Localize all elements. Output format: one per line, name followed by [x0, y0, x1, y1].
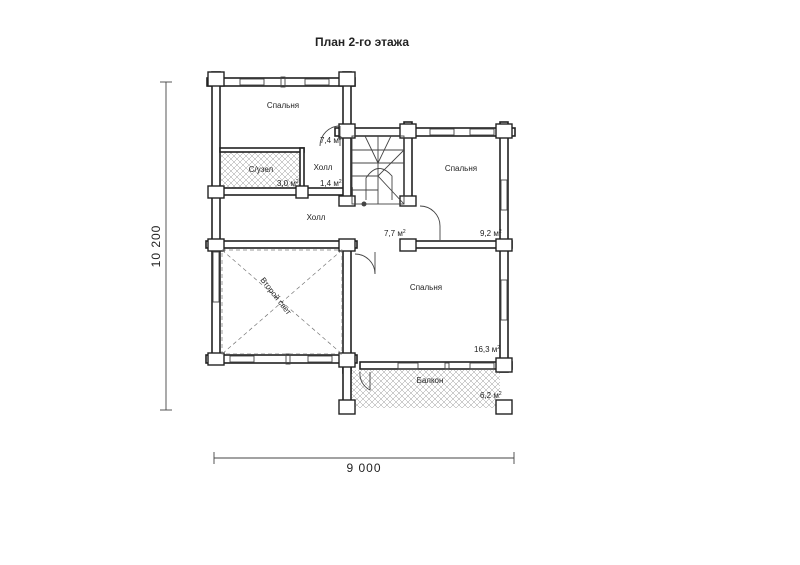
area-hall-small-top: 7,4 м2	[320, 136, 342, 145]
second-light-void	[221, 249, 343, 355]
walls	[205, 71, 516, 413]
room-label-second-light: Второй свет	[258, 276, 293, 317]
balcony-hatch	[352, 370, 500, 408]
room-label-bedroom-right: Спальня	[445, 164, 477, 173]
room-label-bedroom-top-left: Спальня	[267, 101, 299, 110]
room-label-hall-main: Холл	[307, 213, 326, 222]
area-hall-main: 7,7 м2	[384, 229, 406, 238]
staircase	[351, 135, 405, 207]
width-dimension: 9 000	[346, 461, 381, 475]
dimension-lines	[160, 81, 515, 464]
area-bedroom-bottom: 16,3 м2	[474, 345, 500, 354]
wall-posts	[207, 71, 513, 415]
doors	[319, 125, 441, 391]
area-bedroom-right: 9,2 м2	[480, 229, 502, 238]
bathroom-hatch	[220, 152, 302, 190]
plan-title: План 2-го этажа	[315, 35, 409, 49]
area-balcony: 6,2 м2	[480, 391, 502, 400]
area-bathroom: 3,0 м2	[277, 179, 299, 188]
room-label-balcony: Балкон	[417, 376, 444, 385]
room-label-bedroom-bottom: Спальня	[410, 283, 442, 292]
windows	[212, 76, 508, 370]
height-dimension: 10 200	[149, 225, 163, 268]
area-hall-small-bottom: 1,4 м2	[320, 179, 342, 188]
room-label-hall-small: Холл	[314, 163, 333, 172]
room-label-bathroom: С/узел	[249, 165, 274, 174]
